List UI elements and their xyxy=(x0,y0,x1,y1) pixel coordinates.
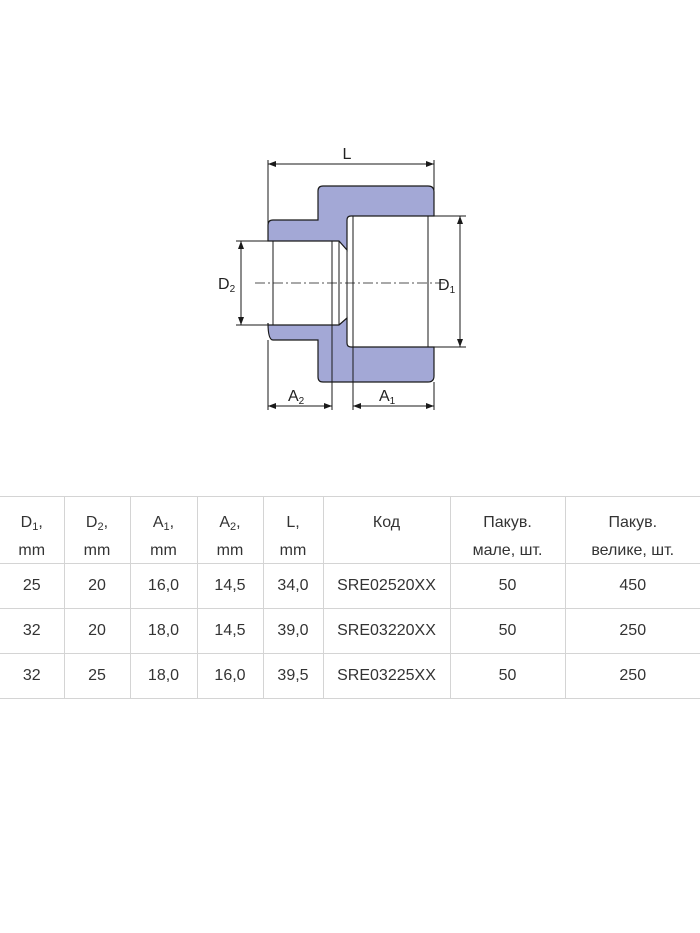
dimension-a1 xyxy=(352,347,435,410)
cell-code: SRE03225XX xyxy=(323,653,451,699)
header-pack-small: Пакув.мале, шт. xyxy=(450,496,566,564)
label-a1: A1 xyxy=(379,388,396,407)
cell-a1: 18,0 xyxy=(130,653,198,699)
cell-l: 39,5 xyxy=(263,653,324,699)
cell-d1: 25 xyxy=(0,563,65,609)
cell-a1: 16,0 xyxy=(130,563,198,609)
header-pack-large: Пакув.велике, шт. xyxy=(565,496,700,564)
cell-d1: 32 xyxy=(0,608,65,654)
header-code: Код xyxy=(323,496,451,564)
fitting-drawing: L D2 D1 xyxy=(0,0,700,440)
bore-outline xyxy=(272,216,429,347)
table-row: 32 20 18,0 14,5 39,0 SRE03220XX 50 250 xyxy=(0,608,700,654)
table-row: 25 20 16,0 14,5 34,0 SRE02520XX 50 450 xyxy=(0,563,700,609)
dimension-l xyxy=(267,160,435,228)
cell-pack-small: 50 xyxy=(450,608,566,654)
cell-pack-large: 450 xyxy=(565,563,700,609)
cell-a2: 14,5 xyxy=(197,563,264,609)
header-a2: A2,mm xyxy=(197,496,264,564)
cell-d2: 20 xyxy=(64,563,131,609)
header-d2: D2,mm xyxy=(64,496,131,564)
spec-table: D1,mm D2,mm A1,mm A2,mm L,mm Код Пакув.м… xyxy=(0,496,700,699)
header-a1: A1,mm xyxy=(130,496,198,564)
cell-l: 39,0 xyxy=(263,608,324,654)
label-d2: D2 xyxy=(218,276,236,295)
dimension-d1 xyxy=(434,215,466,348)
cell-a2: 16,0 xyxy=(197,653,264,699)
label-d1: D1 xyxy=(438,277,456,296)
label-l: L xyxy=(343,146,352,163)
cell-l: 34,0 xyxy=(263,563,324,609)
cell-d2: 20 xyxy=(64,608,131,654)
cell-pack-large: 250 xyxy=(565,653,700,699)
cell-pack-large: 250 xyxy=(565,608,700,654)
fitting-wall-top xyxy=(267,185,435,252)
cell-pack-small: 50 xyxy=(450,653,566,699)
cell-code: SRE03220XX xyxy=(323,608,451,654)
cell-a2: 14,5 xyxy=(197,608,264,654)
header-l: L,mm xyxy=(263,496,324,564)
dimension-d2 xyxy=(236,240,268,326)
table-header-row: D1,mm D2,mm A1,mm A2,mm L,mm Код Пакув.м… xyxy=(0,496,700,564)
reducer-cross-section: L D2 D1 xyxy=(218,146,466,410)
cell-pack-small: 50 xyxy=(450,563,566,609)
cell-a1: 18,0 xyxy=(130,608,198,654)
fitting-wall-bottom xyxy=(267,316,435,383)
cell-code: SRE02520XX xyxy=(323,563,451,609)
table-row: 32 25 18,0 16,0 39,5 SRE03225XX 50 250 xyxy=(0,653,700,699)
cell-d2: 25 xyxy=(64,653,131,699)
dimension-a2 xyxy=(267,325,333,410)
cell-d1: 32 xyxy=(0,653,65,699)
label-a2: A2 xyxy=(288,388,305,407)
header-d1: D1,mm xyxy=(0,496,65,564)
